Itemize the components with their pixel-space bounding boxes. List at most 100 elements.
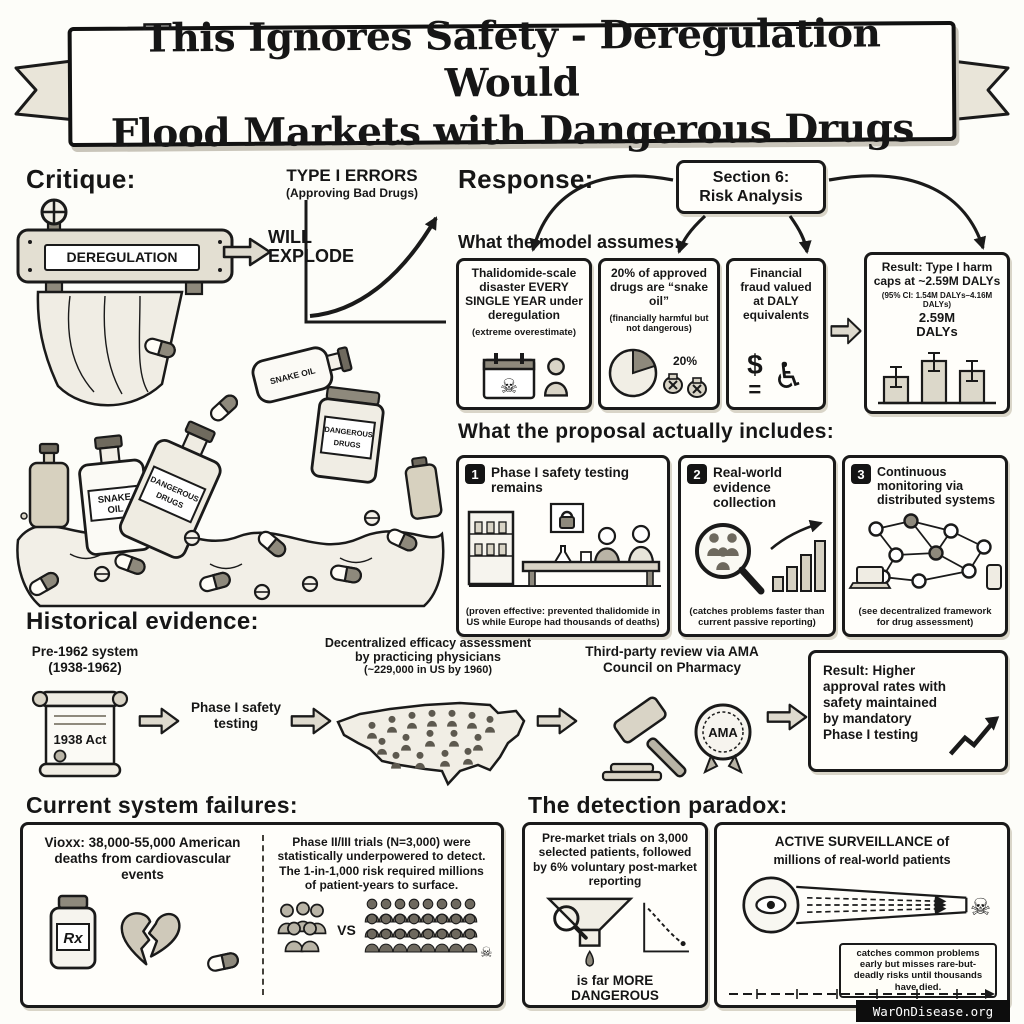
skull-icon: ☠ [970, 893, 991, 921]
step3-note: (~229,000 in US by 1960) [363, 664, 493, 676]
pills-icon [205, 950, 240, 973]
flask-icon [553, 544, 573, 563]
pie-chart-20pct: 20% [608, 348, 707, 398]
snake-oil-flask: SNAKE OIL [251, 346, 353, 404]
magnifier-icon [553, 904, 580, 932]
number-badge: 2 [687, 464, 707, 484]
banner-line2: Flood Markets with Dangerous Drugs [110, 104, 914, 157]
surveillance-title-line1: ACTIVE SURVEILLANCE of [774, 834, 950, 849]
assumption-note: (financially harmful but not dangerous) [609, 312, 709, 333]
number-badge: 3 [851, 464, 871, 484]
population-crowd-icon: ☠ [364, 898, 492, 961]
premarket-box: Pre-market trials on 3,000 selected pati… [522, 822, 708, 1008]
tablet-pill-icon [301, 575, 319, 593]
bottle-label: DRUGS [333, 438, 361, 450]
assumption-text: 20% of approved drugs are “snake oil” [609, 266, 709, 308]
lab-bench [521, 560, 661, 572]
gavel-handle [646, 737, 687, 778]
gavel-head [613, 696, 667, 744]
vioxx-text: Vioxx: 38,000-55,000 American deaths fro… [44, 835, 241, 883]
assumption-text: Financial fraud valued at DALY equivalen… [740, 266, 812, 322]
chart-title: TYPE I ERRORS [286, 166, 418, 185]
equals-icon: = [748, 377, 762, 402]
proposal-note: (see decentralized framework for drug as… [858, 605, 992, 628]
proposal-note: (catches problems faster than current pa… [689, 605, 825, 628]
wheelchair-icon: ♿ [772, 355, 805, 397]
pill-bottle-rx-icon: Rx [49, 894, 96, 969]
historical-result-box: Result: Higher approval rates with safet… [808, 650, 1008, 772]
assumes-heading: What the model assumes: [458, 232, 681, 252]
droplet-icon [585, 949, 595, 967]
assumption-note: (extreme overestimate) [471, 326, 577, 338]
surveillance-note: catches common problems early but misses… [839, 943, 997, 998]
proposal-title: Phase I safety testing remains [491, 465, 630, 495]
section6-line2: Risk Analysis [699, 188, 803, 205]
capsule-pill-icon [207, 391, 241, 425]
exponential-curve [309, 216, 438, 318]
trials-panel: Phase II/III trials (N=3,000) were stati… [262, 825, 501, 1005]
pipe-to-chart-arrow [222, 237, 272, 267]
result-ci: (95% CI: 1.54M DALYs–4.16M DALYs) [881, 290, 993, 309]
assumption-icons: ☠ [465, 351, 583, 401]
trend-up-arrow [770, 519, 823, 550]
vioxx-icons: Rx [35, 894, 250, 973]
bottle-label: OIL [107, 503, 124, 516]
result-title: Result: Type I harm caps at ~2.59M DALYs [873, 260, 1001, 288]
small-trial-group-icon [277, 901, 327, 952]
lab-scene-illustration [467, 502, 661, 587]
proposal-title: Continuous monitoring via distributed sy… [877, 465, 996, 507]
trials-text: Phase II/III trials (N=3,000) were stati… [277, 835, 486, 893]
magnifier-chart-illustration [695, 519, 826, 595]
assumption-text: Thalidomide-scale disaster EVERY SINGLE … [465, 266, 583, 322]
banner-line1: This Ignores Safety - Deregulation Would [142, 10, 881, 107]
scientist-figure [593, 526, 621, 563]
assumption-card-fraud: Financial fraud valued at DALY equivalen… [726, 258, 826, 410]
flow-arrow [536, 707, 578, 735]
step4-label: Third-party review via AMA Council on Ph… [585, 644, 759, 675]
network-illustration [848, 513, 1002, 591]
flow-arrow [138, 707, 180, 735]
infant-figure-icon [544, 357, 568, 397]
funnel-chart-illustration [545, 897, 689, 967]
timeline-ruler [729, 989, 995, 999]
beaker-icon [580, 550, 592, 563]
chart-callout: WILL EXPLODE [268, 227, 355, 266]
trials-icons: VS ☠ [272, 898, 492, 961]
assumption-card-snake-oil: 20% of approved drugs are “snake oil” (f… [598, 258, 720, 410]
wax-seal-icon [53, 749, 67, 763]
declining-trend-line [647, 907, 684, 945]
flood-illustration: SNAKE OIL DANGEROUS DRUGS SNAKE OIL DANG… [16, 290, 445, 608]
money-bag-icon [663, 373, 683, 394]
surveillance-arrows [807, 895, 947, 915]
skull-icon: ☠ [500, 374, 518, 398]
historical-result-text: Result: Higher approval rates with safet… [823, 663, 947, 742]
vioxx-panel: Vioxx: 38,000-55,000 American deaths fro… [23, 825, 262, 1005]
section6-line1: Section 6: [712, 168, 790, 186]
step3-label: Decentralized efficacy assessment by pra… [318, 636, 538, 676]
step2-label: Phase I safety testing [190, 700, 282, 732]
response-heading: Response: [458, 164, 594, 194]
us-map-physicians [336, 701, 526, 787]
act-label: 1938 Act [54, 732, 108, 747]
step3-title: Decentralized efficacy assessment by pra… [324, 636, 532, 664]
scientist-figure [627, 524, 655, 563]
tablet-pill-icon [253, 583, 271, 601]
valve-wheel-icon [40, 198, 68, 226]
surveillance-cone-illustration: ☠ [742, 876, 991, 934]
proposal-card-monitoring: 3 Continuous monitoring via distributed … [842, 455, 1008, 637]
result-value-unit: DALYs [916, 323, 958, 339]
flood-pool [16, 524, 445, 608]
step1-line1: Pre-1962 system [31, 644, 139, 659]
critique-heading: Critique: [26, 164, 136, 194]
failures-heading: Current system failures: [26, 792, 298, 818]
flow-arrow [290, 707, 332, 735]
dollar-icon: $ [747, 349, 763, 380]
type1-chart-title-block: TYPE I ERRORS (Approving Bad Drugs) [252, 166, 452, 200]
ama-label: AMA [708, 725, 738, 740]
ama-seal: AMA [694, 703, 752, 775]
pie-label: 20% [673, 354, 697, 368]
result-dalys-card: Result: Type I harm caps at ~2.59M DALYs… [864, 252, 1010, 414]
tablet-pill-icon [183, 529, 201, 547]
amber-bottle-small [404, 456, 443, 520]
